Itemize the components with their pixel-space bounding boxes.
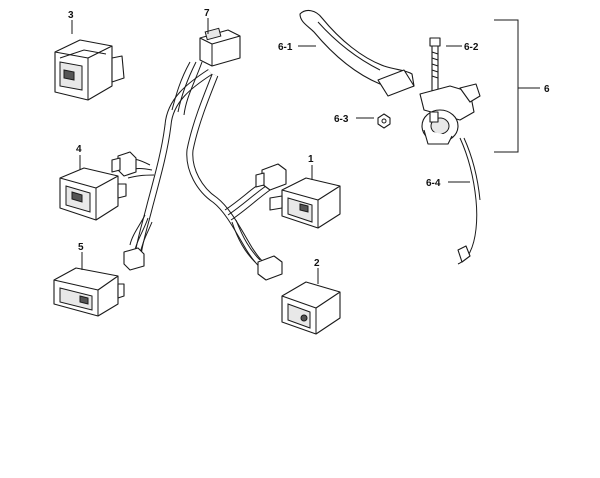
label-6: 6 (544, 84, 550, 95)
callout-labels: 3 7 4 5 1 2 6-1 6-2 6-3 6-4 6 (68, 8, 550, 269)
label-4: 4 (76, 144, 82, 155)
label-6-3: 6-3 (334, 114, 349, 125)
switch-part-2 (281, 281, 341, 335)
label-2: 2 (314, 258, 320, 269)
label-6-2: 6-2 (464, 42, 479, 53)
label-6-4: 6-4 (426, 178, 441, 189)
label-6-1: 6-1 (278, 42, 293, 53)
switch-part-3 (54, 39, 125, 101)
label-7: 7 (204, 8, 210, 19)
wire-harness (111, 27, 287, 281)
label-5: 5 (78, 242, 84, 253)
label-3: 3 (68, 10, 74, 21)
lever-assembly (299, 9, 481, 265)
switch-part-1 (269, 177, 341, 229)
label-1: 1 (308, 154, 314, 165)
leader-lines (71, 18, 540, 284)
switch-part-4 (59, 167, 127, 221)
switch-part-5 (53, 267, 125, 317)
